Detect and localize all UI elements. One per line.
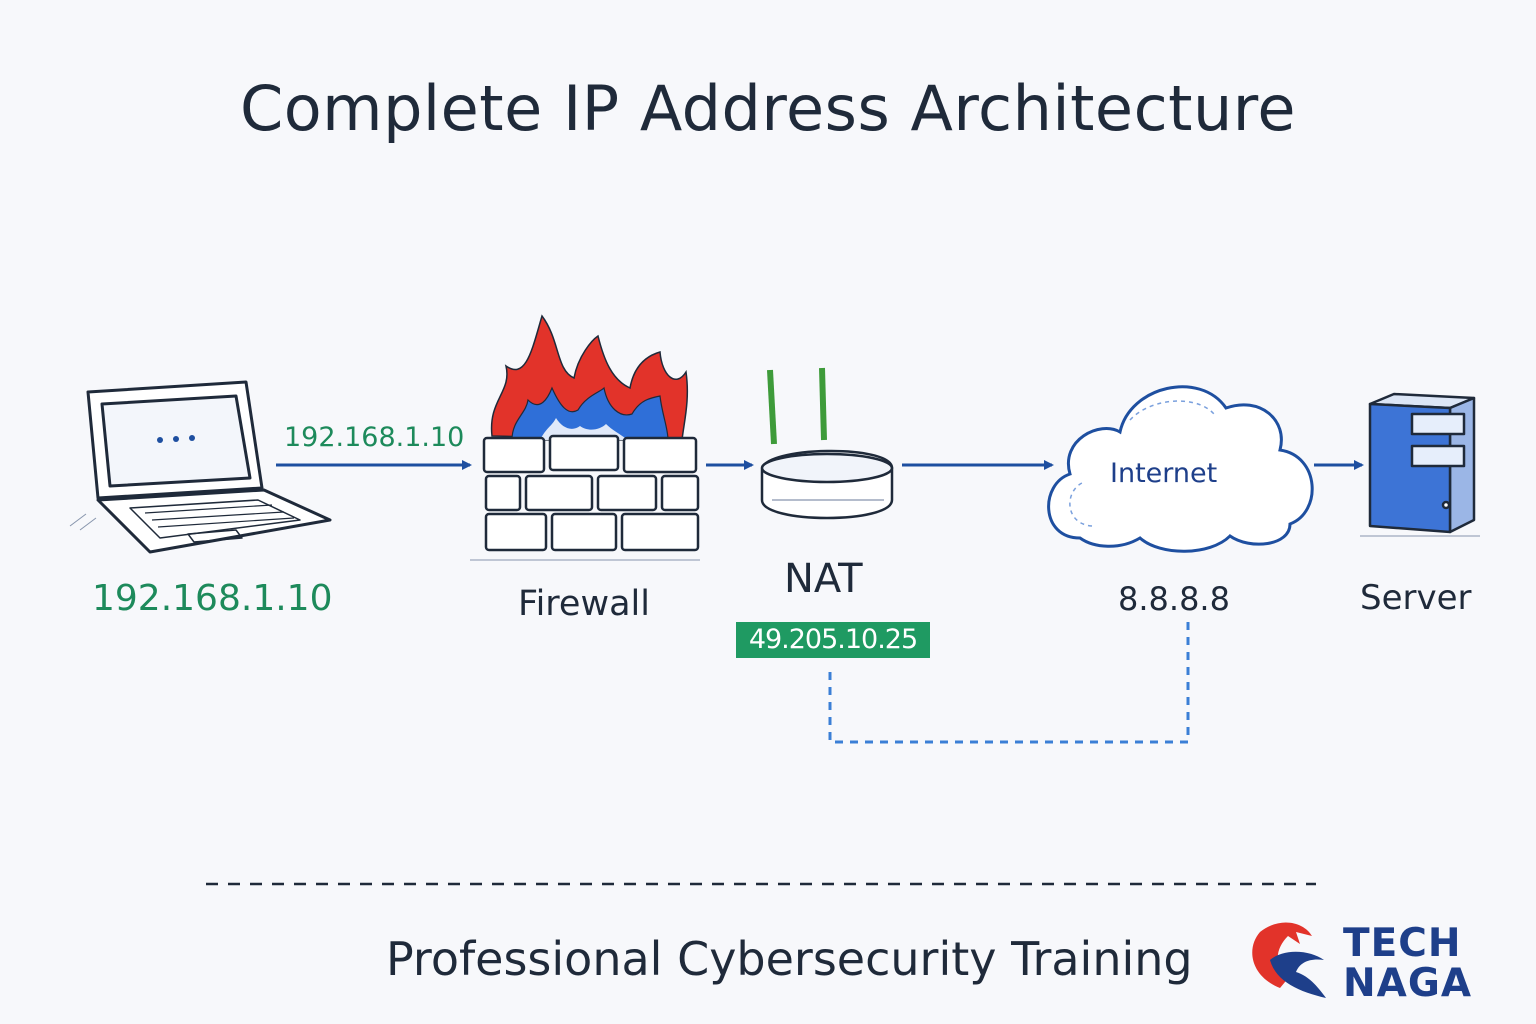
brand-logo-text: TECH NAGA [1343, 924, 1472, 1004]
server-label: Server [1360, 578, 1472, 618]
fire-icon [490, 314, 689, 441]
brand-line-2: NAGA [1343, 961, 1473, 1006]
naga-logo-icon [1252, 922, 1326, 998]
laptop-link-ip: 192.168.1.10 [284, 422, 465, 453]
nat-public-ip-badge: 49.205.10.25 [736, 622, 930, 658]
cloud-icon [1047, 385, 1314, 553]
firewall-label: Firewall [518, 584, 650, 624]
router-icon [760, 367, 894, 520]
nat-label: NAT [784, 556, 863, 602]
laptop-icon [69, 380, 332, 554]
internet-cloud-label: Internet [1110, 458, 1218, 489]
firewall-icon [470, 434, 700, 561]
laptop-ip-label: 192.168.1.10 [92, 578, 333, 619]
diagram-title: Complete IP Address Architecture [239, 72, 1297, 145]
server-icon [1360, 392, 1480, 537]
internet-ip-label: 8.8.8.8 [1118, 580, 1230, 618]
nat-return-path [828, 622, 1190, 744]
brand-line-1: TECH [1343, 921, 1462, 966]
footer-tagline: Professional Cybersecurity Training [386, 932, 1193, 986]
